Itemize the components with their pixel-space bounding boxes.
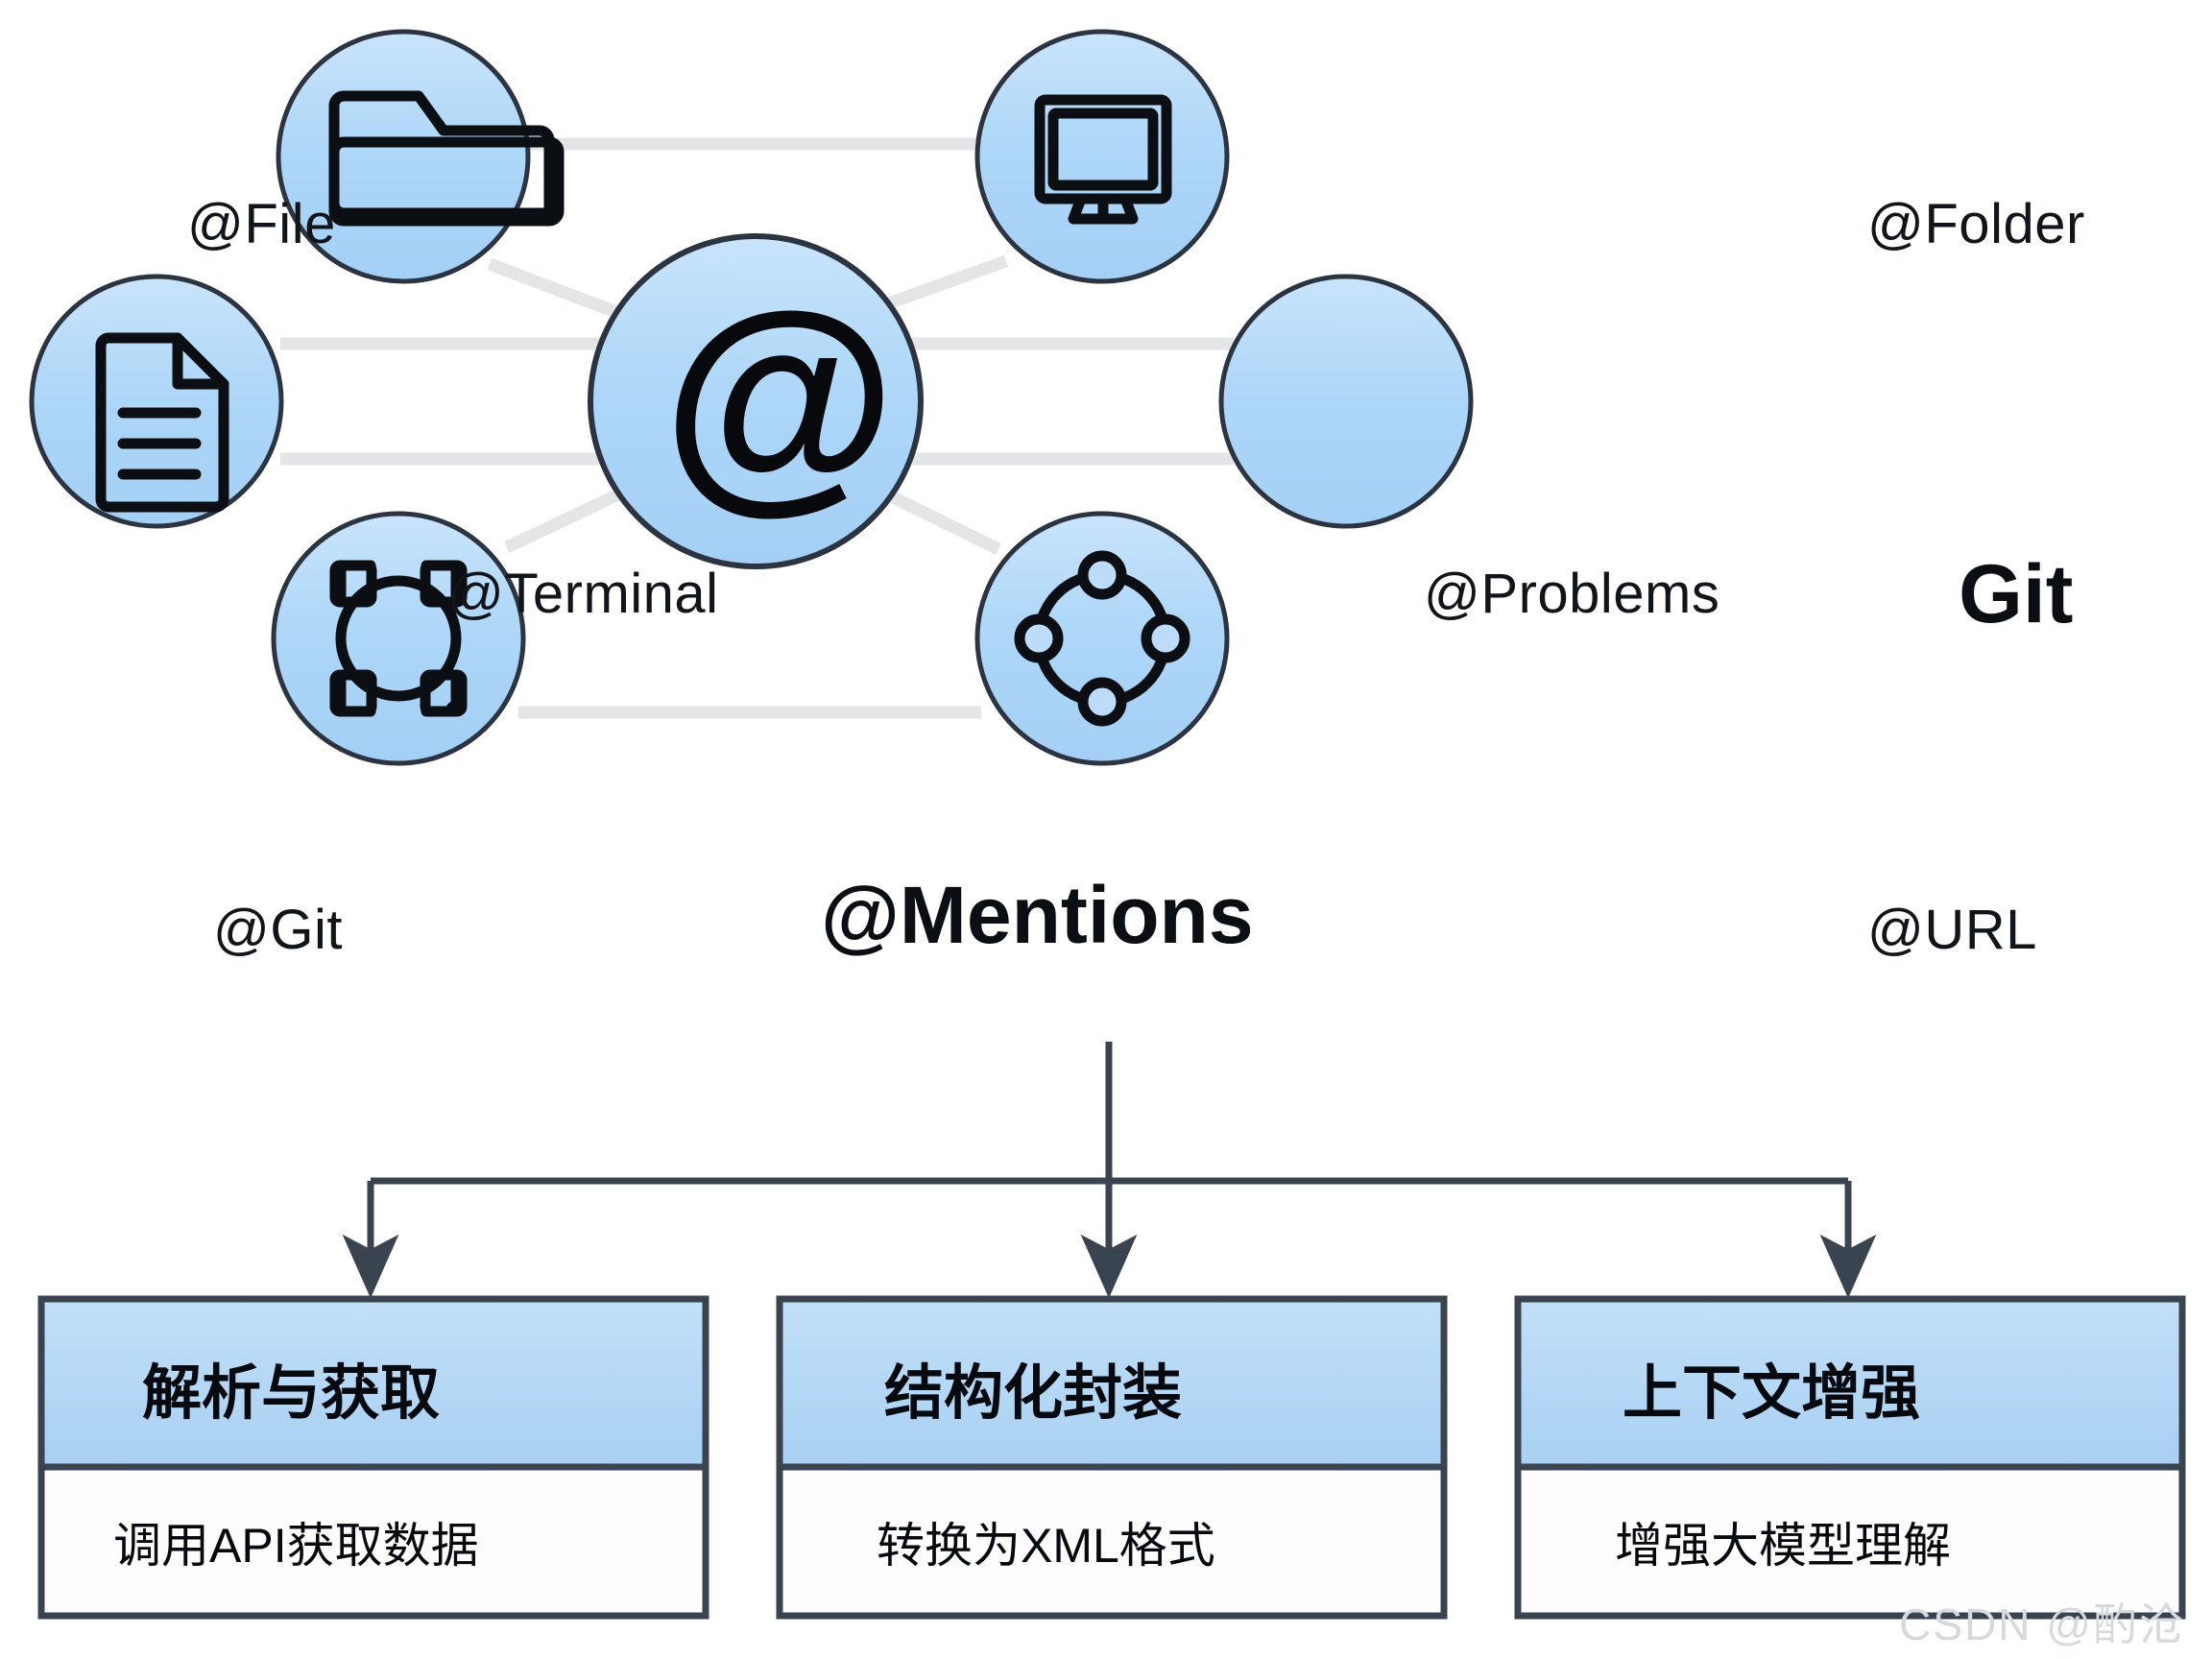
selection-circle-icon	[329, 560, 468, 717]
result-box-wrap-title: 结构化封装	[884, 1360, 1183, 1427]
page-title: @Mentions	[821, 870, 1254, 960]
connector-hub-folder	[880, 254, 1009, 312]
node-label-folder[interactable]: @Folder	[1867, 193, 2085, 255]
folder-icon	[328, 90, 565, 227]
connector-hub-gitnode	[504, 484, 632, 553]
result-box-parse[interactable]	[37, 1295, 709, 1620]
node-circle-folder	[974, 29, 1230, 284]
document-icon	[95, 332, 229, 513]
at-symbol-glyph: @	[662, 264, 897, 532]
git-wordmark: Git	[1959, 548, 2074, 640]
result-boxes	[37, 1295, 2186, 1620]
node-circle-url	[974, 511, 1230, 766]
result-box-wrap-subtitle: 转换为XML格式	[877, 1519, 1215, 1573]
result-box-parse-title: 解析与获取	[142, 1360, 441, 1427]
node-label-file[interactable]: @File	[187, 193, 336, 255]
network-circle-icon	[1014, 550, 1190, 727]
node-circle-gitnode	[271, 511, 526, 766]
monitor-icon	[1034, 94, 1172, 225]
node-label-gitnode[interactable]: @Git	[213, 899, 343, 961]
result-box-context-subtitle: 增强大模型理解	[1615, 1519, 1951, 1573]
flow-connectors	[342, 1042, 1877, 1299]
result-box-context[interactable]	[1514, 1295, 2186, 1620]
connector-file-hub	[487, 257, 632, 324]
csdn-watermark: CSDN @酌沧	[1899, 1599, 2185, 1649]
node-label-terminal[interactable]: @Terminal	[447, 563, 719, 625]
node-label-problems[interactable]: @Problems	[1424, 563, 1720, 625]
node-circle-terminal	[29, 274, 284, 529]
result-box-wrap[interactable]	[776, 1295, 1448, 1620]
node-label-url[interactable]: @URL	[1867, 899, 2037, 961]
result-box-parse-subtitle: 调用API获取数据	[113, 1519, 479, 1573]
node-circle-problems	[1218, 274, 1474, 529]
connector-hub-url	[878, 486, 1001, 555]
node-circle-hub	[588, 233, 924, 569]
result-box-context-title: 上下文增强	[1623, 1360, 1921, 1427]
connector-lines	[280, 137, 1234, 719]
